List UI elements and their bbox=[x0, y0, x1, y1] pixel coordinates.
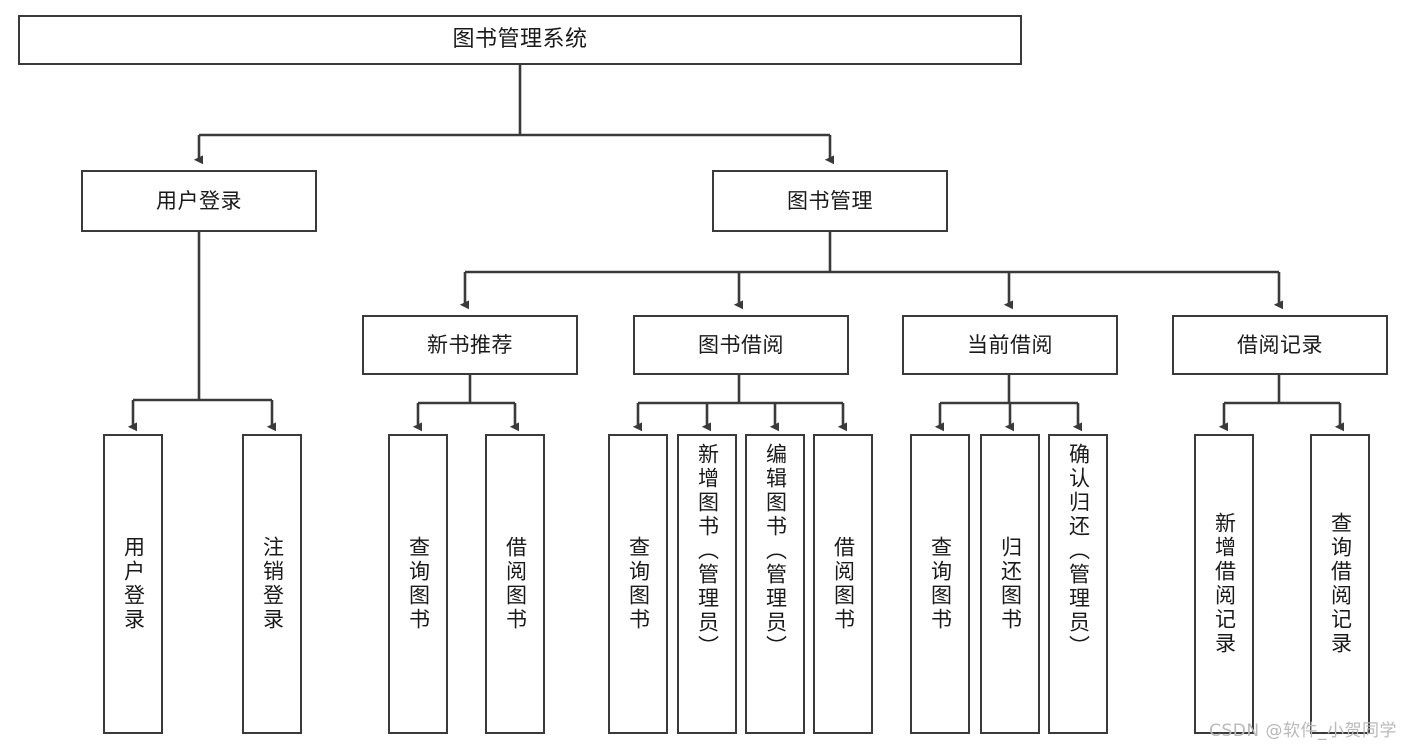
leaf-recommend-borrow-book[interactable]: 借阅图书 bbox=[485, 434, 545, 734]
node-user-login[interactable]: 用户登录 bbox=[81, 170, 317, 232]
node-label: 确认归还（管理员） bbox=[1066, 443, 1091, 659]
node-label: 图书借阅 bbox=[698, 332, 784, 357]
node-label: 新增图书（管理员） bbox=[695, 443, 720, 659]
node-label: 查询图书 bbox=[406, 536, 431, 632]
node-borrow-records[interactable]: 借阅记录 bbox=[1172, 315, 1388, 375]
node-label: 查询图书 bbox=[928, 536, 953, 632]
node-label: 图书管理系统 bbox=[452, 27, 588, 53]
leaf-records-add-record[interactable]: 新增借阅记录 bbox=[1194, 434, 1254, 734]
node-label: 新书推荐 bbox=[427, 332, 513, 357]
node-label: 编辑图书（管理员） bbox=[763, 443, 788, 659]
node-current-borrow[interactable]: 当前借阅 bbox=[902, 315, 1118, 375]
leaf-borrow-add-book-admin[interactable]: 新增图书（管理员） bbox=[677, 434, 737, 734]
leaf-current-confirm-return-admin[interactable]: 确认归还（管理员） bbox=[1048, 434, 1108, 734]
leaf-current-query-book[interactable]: 查询图书 bbox=[910, 434, 970, 734]
node-label: 查询图书 bbox=[626, 536, 651, 632]
node-label: 新增借阅记录 bbox=[1212, 512, 1237, 656]
node-label: 用户登录 bbox=[156, 188, 242, 213]
node-new-book-recommend[interactable]: 新书推荐 bbox=[362, 315, 578, 375]
node-root-system[interactable]: 图书管理系统 bbox=[18, 15, 1022, 65]
leaf-borrow-edit-book-admin[interactable]: 编辑图书（管理员） bbox=[745, 434, 805, 734]
node-label: 借阅记录 bbox=[1237, 332, 1323, 357]
leaf-records-query-record[interactable]: 查询借阅记录 bbox=[1310, 434, 1370, 734]
node-label: 借阅图书 bbox=[831, 536, 856, 632]
leaf-borrow-borrow-book[interactable]: 借阅图书 bbox=[813, 434, 873, 734]
leaf-user-login-logout[interactable]: 注销登录 bbox=[242, 434, 302, 734]
node-label: 用户登录 bbox=[121, 536, 146, 632]
node-label: 查询借阅记录 bbox=[1328, 512, 1353, 656]
node-label: 当前借阅 bbox=[967, 332, 1053, 357]
watermark: CSDN @软件_小贺同学 bbox=[1209, 721, 1397, 741]
node-label: 借阅图书 bbox=[503, 536, 528, 632]
node-label: 归还图书 bbox=[998, 536, 1023, 632]
leaf-borrow-query-book[interactable]: 查询图书 bbox=[608, 434, 668, 734]
leaf-user-login-login[interactable]: 用户登录 bbox=[103, 434, 163, 734]
node-book-borrow[interactable]: 图书借阅 bbox=[633, 315, 849, 375]
leaf-current-return-book[interactable]: 归还图书 bbox=[980, 434, 1040, 734]
node-book-management[interactable]: 图书管理 bbox=[712, 170, 948, 232]
node-label: 图书管理 bbox=[787, 188, 873, 213]
node-label: 注销登录 bbox=[260, 536, 285, 632]
leaf-recommend-query-book[interactable]: 查询图书 bbox=[388, 434, 448, 734]
